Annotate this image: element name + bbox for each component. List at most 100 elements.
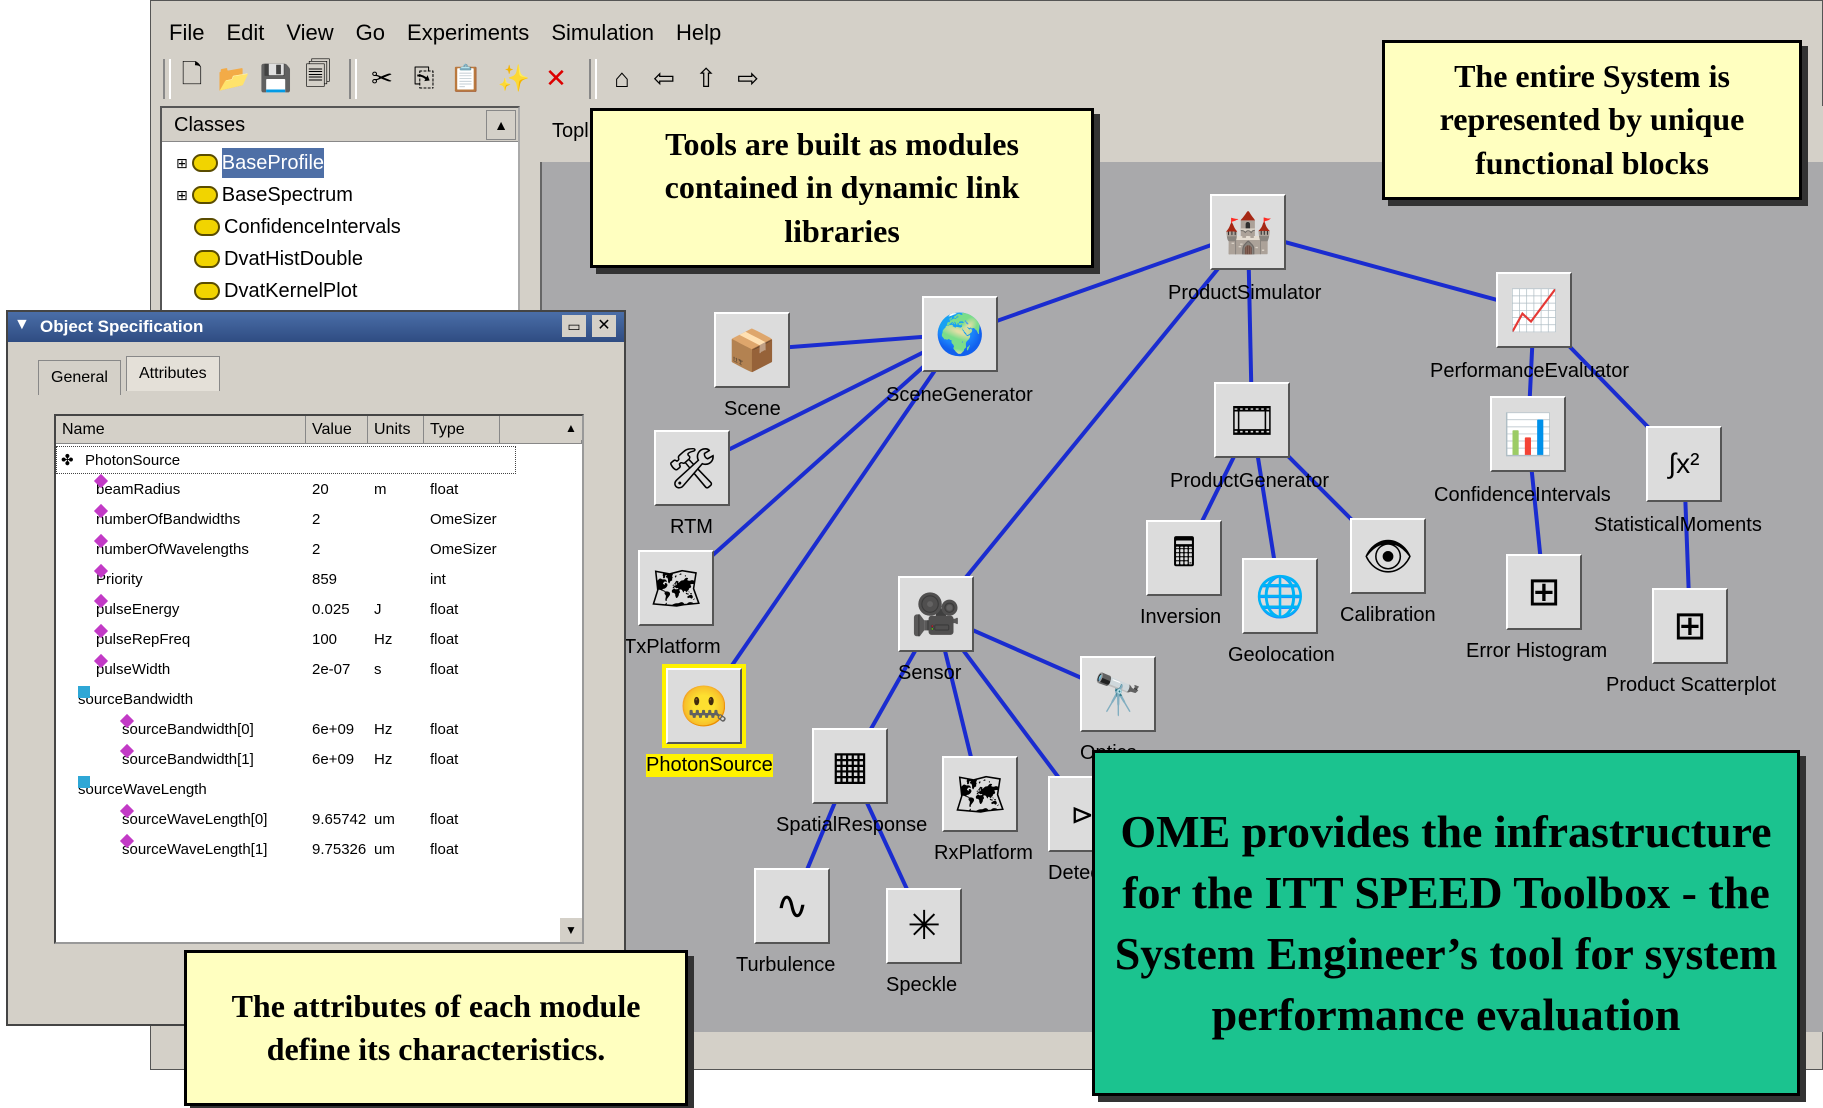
module-node-geolocation[interactable]: 🌐: [1242, 558, 1318, 634]
array-icon: [78, 686, 90, 698]
close-icon[interactable]: ✕: [592, 315, 616, 337]
module-node-rtm[interactable]: 🛠: [654, 430, 730, 506]
module-node-optics[interactable]: 🔭: [1080, 656, 1156, 732]
class-item-confidenceintervals[interactable]: ConfidenceIntervals: [194, 212, 401, 242]
scroll-down-icon[interactable]: ▼: [560, 918, 582, 942]
back-arrow-icon[interactable]: ⇦: [653, 62, 675, 93]
attribute-name: pulseWidth: [93, 653, 170, 684]
table-row-root[interactable]: ✤ PhotonSource: [56, 446, 516, 474]
module-node-errorhistogram[interactable]: ⊞: [1506, 554, 1582, 630]
module-node-productsimulator[interactable]: 🏰: [1210, 194, 1286, 270]
canvas-tab[interactable]: Topl: [552, 120, 589, 142]
integral-icon: ∫x²: [1668, 448, 1700, 479]
module-node-performanceevaluator[interactable]: 📈: [1496, 272, 1572, 348]
save-icon[interactable]: 💾: [259, 62, 293, 93]
attribute-value[interactable]: 2: [312, 541, 321, 558]
home-icon[interactable]: ⌂: [614, 62, 630, 93]
column-header-type[interactable]: Type: [424, 416, 500, 444]
column-header-value[interactable]: Value: [306, 416, 368, 444]
menu-experiments[interactable]: Experiments: [407, 20, 530, 45]
class-icon: [191, 154, 218, 172]
attribute-value[interactable]: 6e+09: [312, 721, 355, 738]
window-menu-icon[interactable]: ▼: [14, 316, 30, 333]
menu-help[interactable]: Help: [676, 20, 722, 45]
scroll-up-icon[interactable]: ▲: [486, 110, 516, 140]
attribute-icon: [93, 653, 109, 669]
attribute-value[interactable]: 2: [312, 511, 321, 528]
module-node-calibration[interactable]: 👁: [1350, 518, 1426, 594]
class-item-dvathistdouble[interactable]: DvatHistDouble: [194, 244, 363, 274]
paste-icon[interactable]: 📋: [449, 62, 483, 93]
attribute-units: um: [374, 811, 395, 828]
module-node-speckle[interactable]: ✳: [886, 888, 962, 964]
class-item-baseprofile[interactable]: ⊞ BaseProfile: [176, 148, 325, 178]
class-item-basespectrum[interactable]: ⊞ BaseSpectrum: [176, 180, 353, 210]
open-folder-icon[interactable]: 📂: [217, 62, 251, 93]
up-arrow-icon[interactable]: ⇧: [695, 62, 717, 93]
attribute-value[interactable]: 9.75326: [312, 841, 367, 858]
menu-view[interactable]: View: [286, 20, 334, 45]
module-node-statisticalmoments[interactable]: ∫x²: [1646, 426, 1722, 502]
table-row[interactable]: sourceBandwidth: [56, 686, 582, 714]
calculator-icon: 🖩: [1172, 531, 1196, 575]
module-node-turbulence[interactable]: ∿: [754, 868, 830, 944]
attribute-value[interactable]: 20: [312, 481, 329, 498]
menu-edit[interactable]: Edit: [226, 20, 265, 45]
module-node-productscatterplot[interactable]: ⊞: [1652, 588, 1728, 664]
column-header-name[interactable]: Name: [56, 416, 306, 444]
class-icon: [194, 282, 220, 300]
scroll-up-icon[interactable]: ▲: [560, 416, 582, 440]
attribute-value[interactable]: 859: [312, 571, 338, 588]
delete-icon[interactable]: ✕: [545, 62, 567, 93]
forward-arrow-icon[interactable]: ⇨: [737, 62, 759, 93]
tab-general[interactable]: General: [38, 360, 121, 395]
menu-go[interactable]: Go: [355, 20, 386, 45]
menu-bar: File Edit View Go Experiments Simulation…: [151, 9, 1822, 57]
module-node-inversion[interactable]: 🖩: [1146, 520, 1222, 596]
module-label-performanceevaluator: PerformanceEvaluator: [1430, 360, 1629, 382]
copy-icon[interactable]: ⎘: [413, 62, 435, 92]
attribute-value[interactable]: 2e-07: [312, 661, 351, 678]
attribute-value[interactable]: 6e+09: [312, 751, 355, 768]
new-file-icon[interactable]: 🗋: [181, 59, 203, 89]
edge-ProductSimulator-SceneGenerator: [959, 230, 1249, 336]
magic-wand-icon[interactable]: ✨: [497, 62, 531, 93]
attribute-value[interactable]: 100: [312, 631, 338, 648]
column-header-units[interactable]: Units: [368, 416, 424, 444]
box-icon: 📦: [727, 328, 777, 373]
class-item-dvatkernelplot[interactable]: DvatKernelPlot: [194, 276, 357, 306]
cut-icon[interactable]: ✂: [371, 62, 393, 93]
tab-attributes[interactable]: Attributes: [126, 356, 220, 391]
module-node-rxplatform[interactable]: 🗺: [942, 756, 1018, 832]
expand-icon[interactable]: ⊞: [176, 155, 188, 171]
minimize-icon[interactable]: ▭: [562, 315, 586, 337]
module-node-productgenerator[interactable]: 🎞: [1214, 382, 1290, 458]
menu-simulation[interactable]: Simulation: [551, 20, 655, 45]
module-node-scene[interactable]: 📦: [714, 312, 790, 388]
module-node-confidenceintervals[interactable]: 📊: [1490, 396, 1566, 472]
table-row[interactable]: sourceWaveLength: [56, 776, 582, 804]
module-node-spatialresponse[interactable]: ▦: [812, 728, 888, 804]
module-node-scenegenerator[interactable]: 🌍: [922, 296, 998, 372]
save-all-icon[interactable]: 🗐: [305, 59, 331, 89]
attribute-value[interactable]: 9.65742: [312, 811, 367, 828]
edge-SceneGenerator-PhotonSource: [702, 332, 962, 708]
menu-file[interactable]: File: [169, 20, 205, 45]
module-node-txplatform[interactable]: 🗺: [638, 550, 714, 626]
attribute-value[interactable]: 0.025: [312, 601, 350, 618]
module-label-speckle: Speckle: [886, 974, 958, 996]
module-node-sensor[interactable]: 🎥: [898, 576, 974, 652]
expand-icon[interactable]: ⊞: [176, 187, 188, 203]
module-node-photonsource[interactable]: 🤐: [662, 664, 746, 748]
